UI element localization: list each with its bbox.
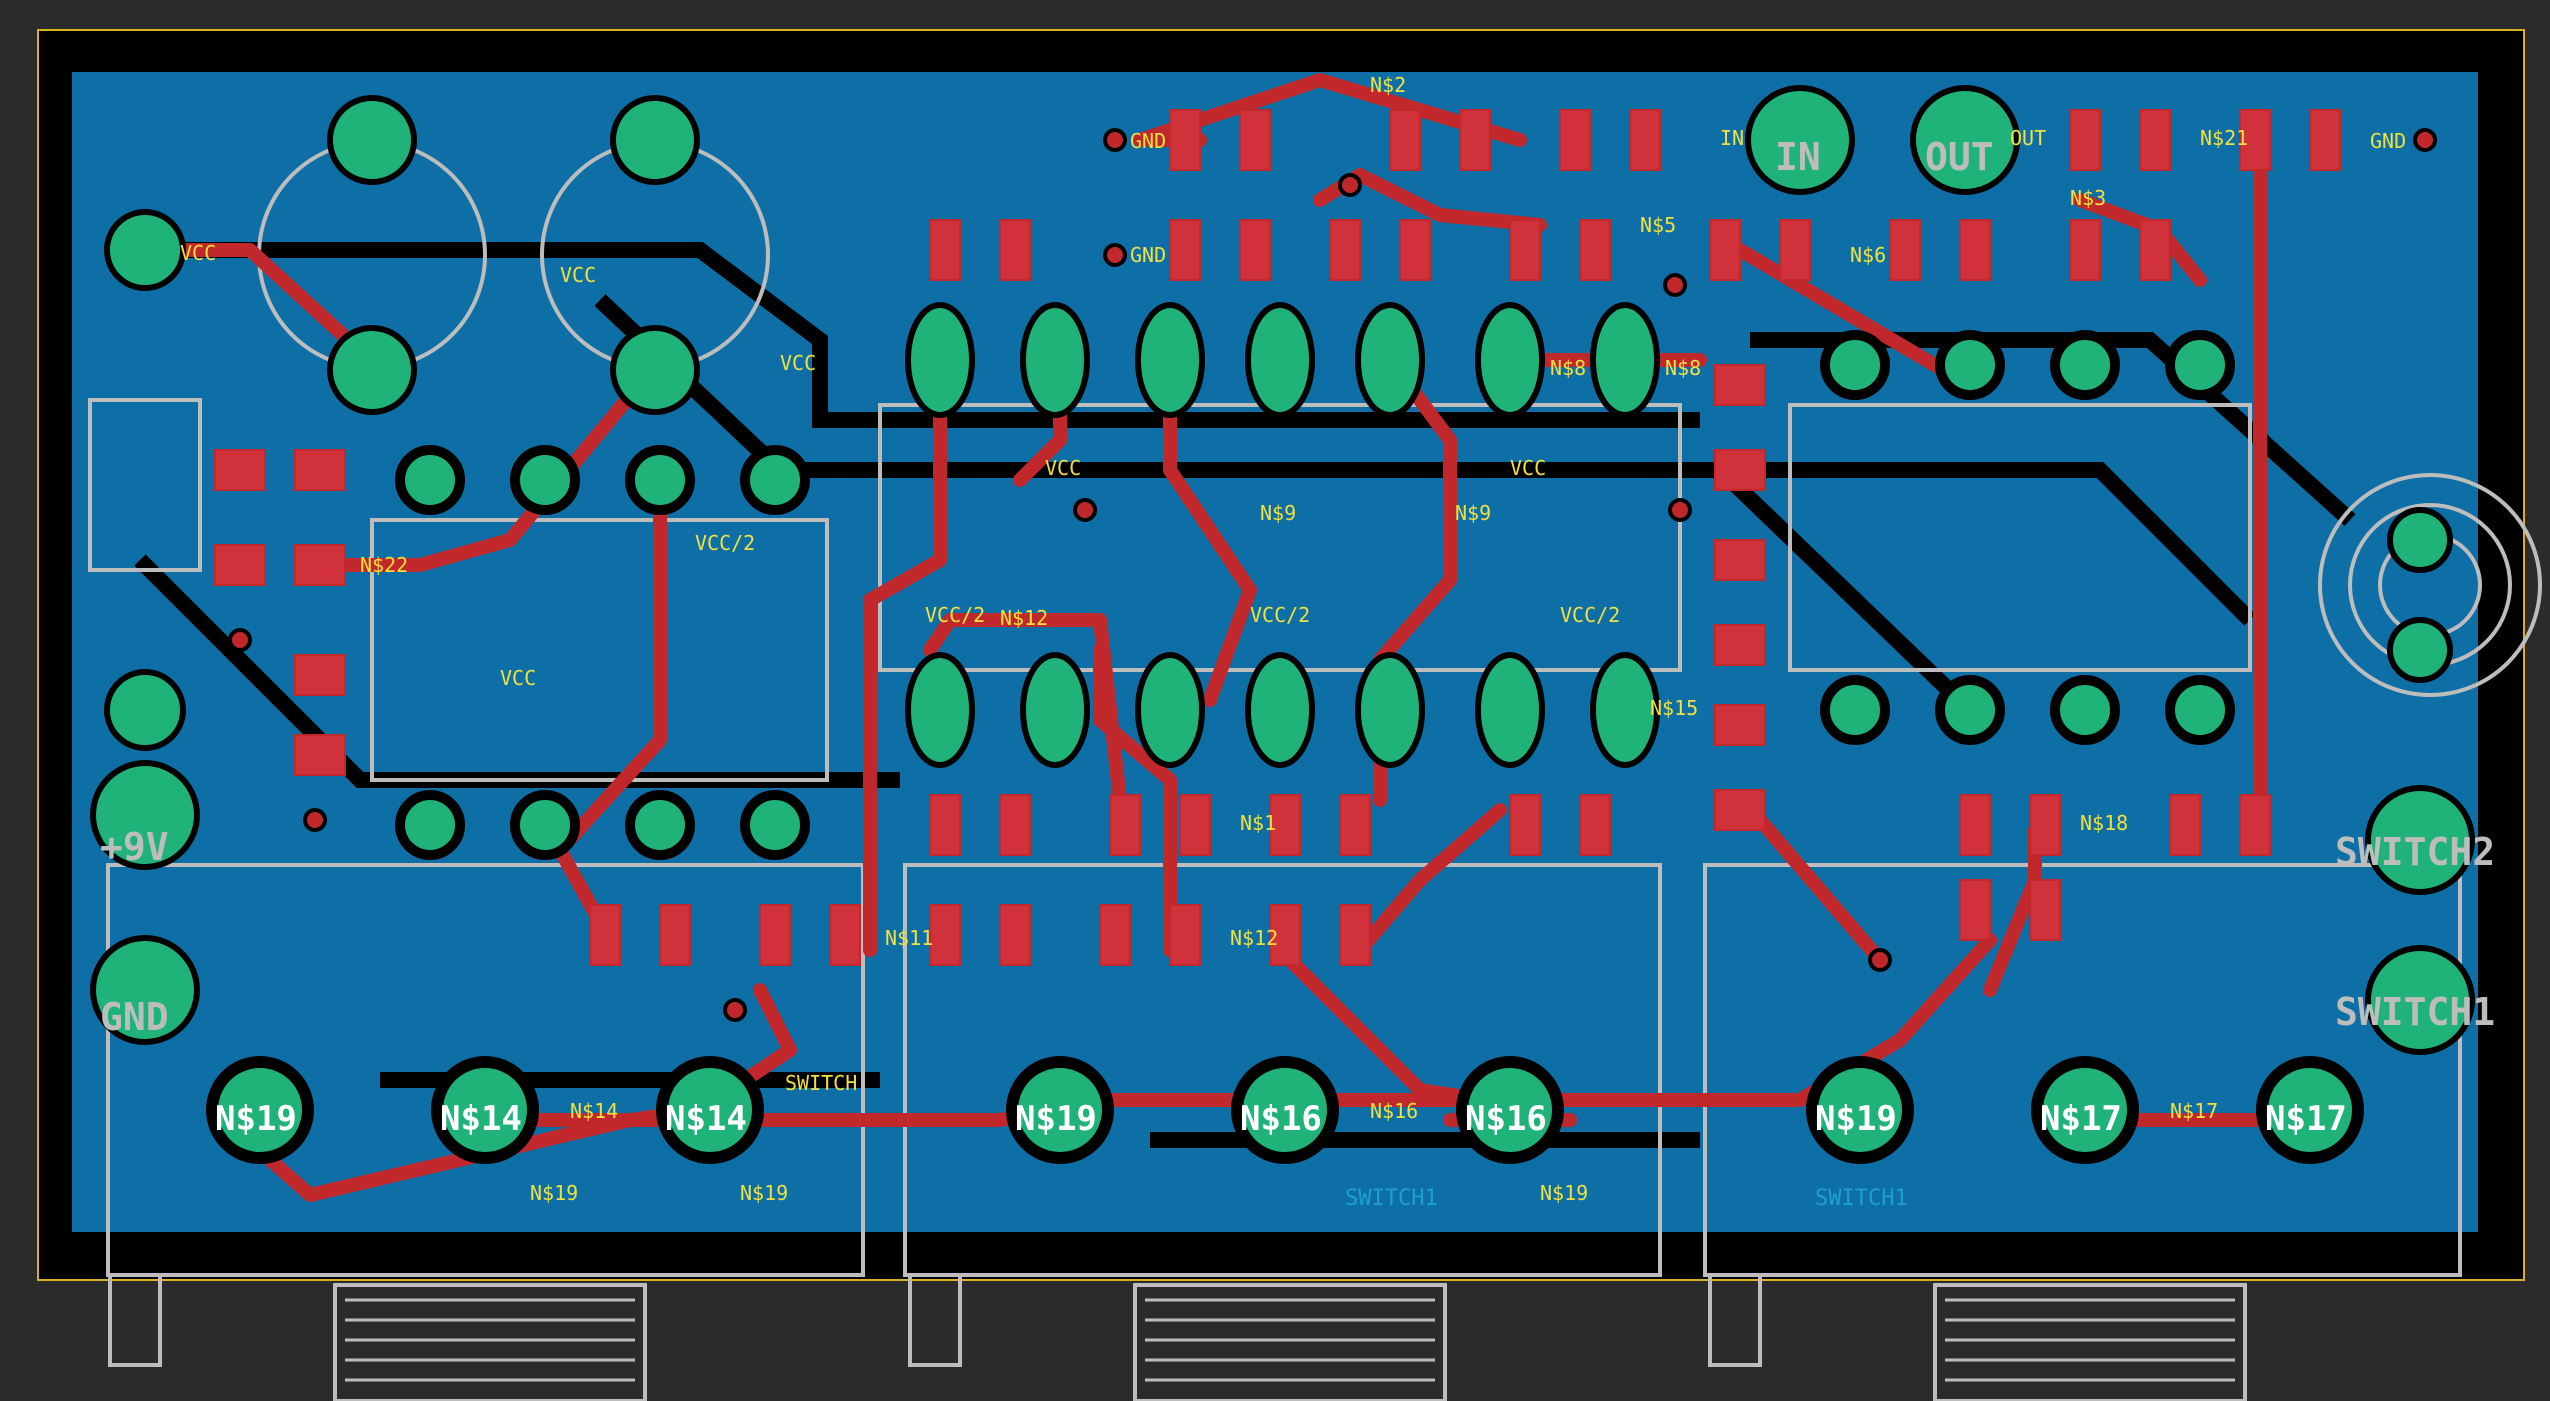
net-labels: VCC VCC VCC VCC VCC VCC VCC/2 VCC/2 VCC/… (180, 73, 2406, 1205)
label-n6-1: N$6 (1850, 243, 1886, 267)
label-n12-2: N$12 (1230, 926, 1278, 950)
label-gnd-1: GND (1130, 129, 1166, 153)
label-n14-1: N$14 (570, 1099, 618, 1123)
label-n18-1: N$18 (2080, 811, 2128, 835)
label-n9-1: N$9 (1260, 501, 1296, 525)
label-out-big: OUT (1925, 135, 1994, 179)
footer-labels: SWITCH1 SWITCH1 (1345, 1186, 1908, 1211)
label-gnd-big: GND (100, 995, 169, 1039)
sw2-pin-right: N$16 (1465, 1099, 1547, 1139)
label-n16-1: N$16 (1370, 1099, 1418, 1123)
label-n8-1: N$8 (1550, 356, 1586, 380)
label-switch1: SWITCH1 (2335, 990, 2495, 1034)
sw2-pin-left: N$19 (1015, 1099, 1097, 1139)
label-gnd-3: GND (2370, 129, 2406, 153)
sw1-pin-left: N$19 (215, 1099, 297, 1139)
label-n11-1: N$11 (885, 926, 933, 950)
label-n1-1: N$1 (1240, 811, 1276, 835)
label-n9-2: N$9 (1455, 501, 1491, 525)
label-vcc2-1: VCC/2 (925, 603, 985, 627)
label-n8-2: N$8 (1665, 356, 1701, 380)
label-n19-2: N$19 (740, 1181, 788, 1205)
sw3-pin-mid: N$17 (2040, 1099, 2122, 1139)
sw1-pin-right: N$14 (665, 1099, 747, 1139)
label-switch: SWITCH (785, 1071, 857, 1095)
silk-hatching (345, 1298, 2235, 1382)
label-n17-1: N$17 (2170, 1099, 2218, 1123)
label-9v: +9V (100, 825, 169, 869)
label-n21-1: N$21 (2200, 126, 2248, 150)
label-n19-3: N$19 (1540, 1181, 1588, 1205)
label-out: OUT (2010, 126, 2046, 150)
footer-switch1-a: SWITCH1 (1345, 1186, 1438, 1211)
label-vcc2-2: VCC/2 (1250, 603, 1310, 627)
label-in: IN (1720, 126, 1744, 150)
vias (228, 128, 2437, 1022)
label-vcc-4: VCC (1045, 456, 1081, 480)
label-switch2: SWITCH2 (2335, 830, 2495, 874)
label-n19-1: N$19 (530, 1181, 578, 1205)
label-gnd-2: GND (1130, 243, 1166, 267)
footer-switch1-b: SWITCH1 (1815, 1186, 1908, 1211)
label-n2-1: N$2 (1370, 73, 1406, 97)
connector-labels: IN OUT +9V GND SWITCH2 SWITCH1 (100, 135, 2495, 1039)
label-n12-1: N$12 (1000, 606, 1048, 630)
label-n22-1: N$22 (360, 553, 408, 577)
through-hole-pads (90, 85, 2475, 1164)
switch-pin-labels: N$19 N$14 N$14 N$19 N$16 N$16 N$19 N$17 … (215, 1099, 2347, 1139)
label-vcc-3: VCC (780, 351, 816, 375)
sw3-pin-right: N$17 (2265, 1099, 2347, 1139)
label-n5-1: N$5 (1640, 213, 1676, 237)
sw1-pin-mid: N$14 (440, 1099, 522, 1139)
label-vcc-5: VCC (1510, 456, 1546, 480)
label-vcc-2: VCC (560, 263, 596, 287)
label-n3-1: N$3 (2070, 186, 2106, 210)
label-vcc2-4: VCC/2 (695, 531, 755, 555)
label-vcc2-3: VCC/2 (1560, 603, 1620, 627)
label-n15-1: N$15 (1650, 696, 1698, 720)
sw3-pin-left: N$19 (1815, 1099, 1897, 1139)
label-vcc-6: VCC (500, 666, 536, 690)
label-in-big: IN (1775, 135, 1821, 179)
sw2-pin-mid: N$16 (1240, 1099, 1322, 1139)
label-vcc-1: VCC (180, 241, 216, 265)
smd-pads (214, 109, 2341, 966)
